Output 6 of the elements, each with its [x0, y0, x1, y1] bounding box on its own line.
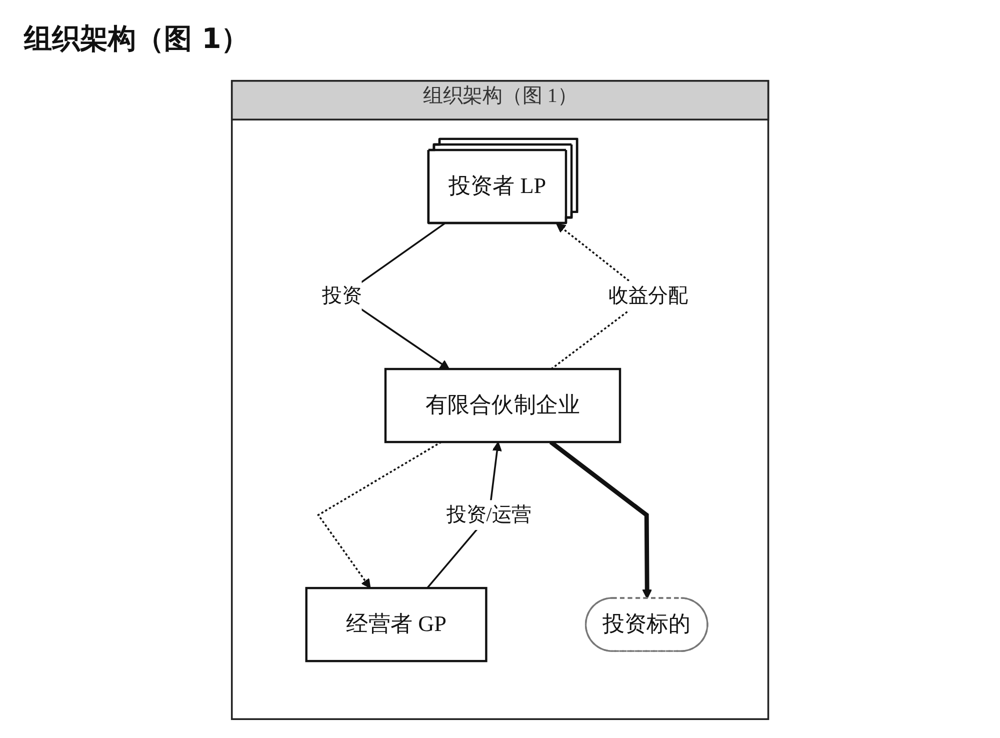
node-box: 有限合伙制企业: [384, 368, 622, 444]
edge-label: 收益分配: [608, 284, 688, 307]
node-box: 经营者 GP: [305, 586, 488, 662]
edge-label: 投资: [322, 284, 362, 307]
diagram-title: 组织架构（图 1）: [24, 21, 250, 57]
edge-label: 投资/运营: [446, 503, 532, 526]
